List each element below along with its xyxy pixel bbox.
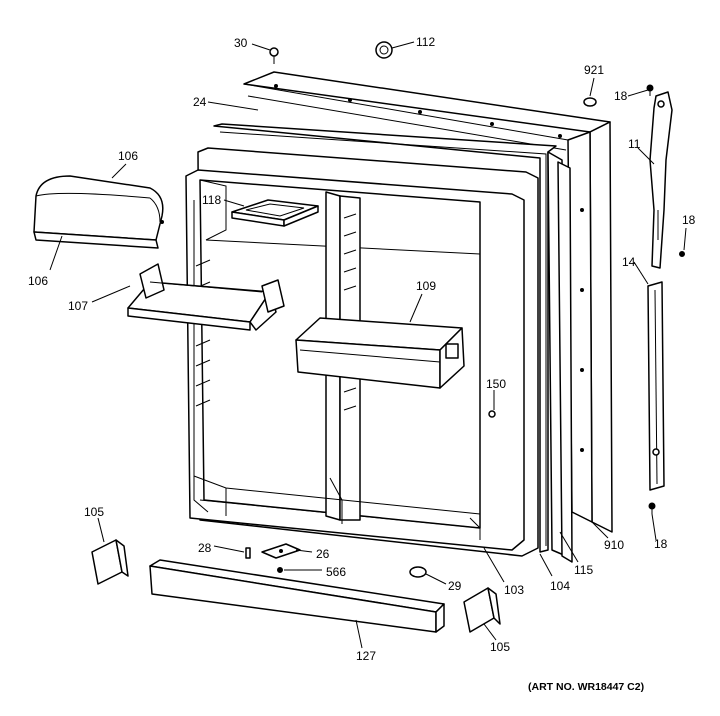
bottom-trim-127 xyxy=(149,559,445,633)
center-divider xyxy=(195,191,361,521)
screw-566 xyxy=(277,567,283,573)
callout-105-left: 105 xyxy=(84,505,104,519)
screw-18-bottom xyxy=(648,502,656,514)
bin-109 xyxy=(295,317,465,389)
screw-18-top xyxy=(646,84,654,96)
pin-28 xyxy=(245,547,251,559)
callout-107: 107 xyxy=(68,299,88,313)
callout-28: 28 xyxy=(198,541,212,555)
callout-29: 29 xyxy=(448,579,462,593)
callout-18-mid: 18 xyxy=(682,213,696,227)
art-number: (ART NO. WR18447 C2) xyxy=(528,681,644,693)
callout-150: 150 xyxy=(486,377,506,391)
callout-24: 24 xyxy=(193,95,207,109)
callout-106-top: 106 xyxy=(118,149,138,163)
shelf-107 xyxy=(127,263,285,331)
hinge-11 xyxy=(649,91,673,269)
hinge-14 xyxy=(647,281,665,491)
end-cap-105-right xyxy=(463,587,501,633)
callout-921: 921 xyxy=(584,63,604,77)
dairy-cover-106 xyxy=(33,175,164,249)
outer-door-panel xyxy=(243,71,613,533)
plug-921 xyxy=(583,97,597,107)
callout-127: 127 xyxy=(356,649,376,663)
screw-30 xyxy=(269,47,279,64)
callout-26: 26 xyxy=(316,547,330,561)
callout-105-right: 105 xyxy=(490,640,510,654)
leader-lines xyxy=(49,41,687,649)
liner-bottom-shelf xyxy=(193,475,481,540)
bracket-26 xyxy=(261,543,301,559)
callout-104: 104 xyxy=(550,579,570,593)
callout-103: 103 xyxy=(504,583,524,597)
callout-106-bottom: 106 xyxy=(28,274,48,288)
callout-14: 14 xyxy=(622,255,636,269)
screw-150 xyxy=(488,410,496,418)
callout-labels: 30 112 921 24 18 11 106 106 118 18 14 10… xyxy=(28,35,696,693)
callout-115: 115 xyxy=(574,563,593,577)
callout-11: 11 xyxy=(628,137,641,151)
callout-910: 910 xyxy=(604,538,624,552)
end-cap-105-left xyxy=(91,539,129,585)
callout-112: 112 xyxy=(416,35,435,49)
callout-118: 118 xyxy=(202,193,221,207)
callout-109: 109 xyxy=(416,279,436,293)
bushing-112 xyxy=(375,41,393,59)
callout-566: 566 xyxy=(326,565,346,579)
plug-29 xyxy=(409,566,427,578)
callout-30: 30 xyxy=(234,36,248,50)
screw-18-mid xyxy=(679,251,685,257)
callout-18-top: 18 xyxy=(614,89,628,103)
shelf-118 xyxy=(231,199,319,227)
door-gasket xyxy=(213,123,573,563)
callout-18-bottom: 18 xyxy=(654,537,668,551)
